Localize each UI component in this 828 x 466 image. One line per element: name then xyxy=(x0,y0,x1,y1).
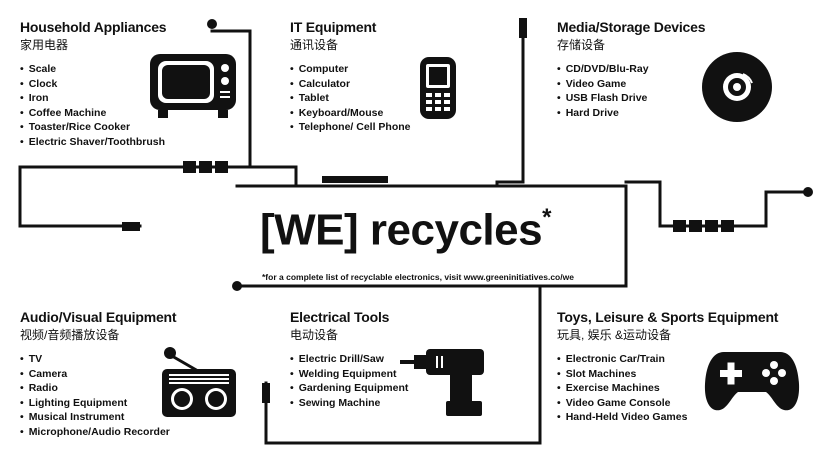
list-item: Computer xyxy=(290,62,411,77)
list-item: Telephone/ Cell Phone xyxy=(290,120,411,135)
category-title-zh: 玩具, 娱乐 &运动设备 xyxy=(557,328,672,342)
category-title: Toys, Leisure & Sports Equipment xyxy=(557,309,779,325)
list-item: USB Flash Drive xyxy=(557,91,705,106)
category-tools: Electrical Tools 电动设备 Electric Drill/Saw… xyxy=(290,309,408,410)
list-item: Video Game xyxy=(557,77,705,92)
item-list: Electronic Car/Train Slot Machines Exerc… xyxy=(557,352,778,425)
item-list: TV Camera Radio Lighting Equipment Music… xyxy=(20,352,176,439)
list-item: Electric Drill/Saw xyxy=(290,352,408,367)
category-title: Household Appliances xyxy=(20,19,167,35)
category-title: Audio/Visual Equipment xyxy=(20,309,177,325)
list-item: Video Game Console xyxy=(557,396,778,411)
list-item: Keyboard/Mouse xyxy=(290,106,411,121)
category-title: IT Equipment xyxy=(290,19,377,35)
list-item: Exercise Machines xyxy=(557,381,778,396)
category-title: Media/Storage Devices xyxy=(557,19,706,35)
list-item: Electric Shaver/Toothbrush xyxy=(20,135,166,150)
category-title-zh: 通讯设备 xyxy=(290,38,339,52)
list-item: Scale xyxy=(20,62,166,77)
footnote: *for a complete list of recyclable elect… xyxy=(262,272,574,282)
main-title: [WE] recycles* xyxy=(260,196,551,257)
drill-icon xyxy=(400,349,484,416)
wire-terminal xyxy=(122,222,140,231)
wire-terminal xyxy=(322,176,388,183)
list-item: Welding Equipment xyxy=(290,367,408,382)
list-item: CD/DVD/Blu-Ray xyxy=(557,62,705,77)
list-item: Lighting Equipment xyxy=(20,396,176,411)
list-item: Radio xyxy=(20,381,176,396)
wire-node xyxy=(232,281,242,291)
category-media: Media/Storage Devices 存储设备 CD/DVD/Blu-Ra… xyxy=(557,19,706,120)
list-item: Calculator xyxy=(290,77,411,92)
list-item: Electronic Car/Train xyxy=(557,352,778,367)
list-item: Iron xyxy=(20,91,166,106)
list-item: TV xyxy=(20,352,176,367)
footnote-mark: * xyxy=(542,204,551,231)
category-toys: Toys, Leisure & Sports Equipment 玩具, 娱乐 … xyxy=(557,309,778,425)
wire-terminal xyxy=(519,18,527,38)
category-title: Electrical Tools xyxy=(290,309,390,325)
category-title-zh: 电动设备 xyxy=(290,328,339,342)
wire-node xyxy=(803,187,813,197)
item-list: CD/DVD/Blu-Ray Video Game USB Flash Driv… xyxy=(557,62,705,120)
main-title-text: [WE] recycles xyxy=(260,205,543,255)
category-av: Audio/Visual Equipment 视频/音频播放设备 TV Came… xyxy=(20,309,177,439)
list-item: Toaster/Rice Cooker xyxy=(20,120,166,135)
category-it: IT Equipment 通讯设备 Computer Calculator Ta… xyxy=(290,19,411,135)
disc-icon xyxy=(702,52,772,122)
item-list: Scale Clock Iron Coffee Machine Toaster/… xyxy=(20,62,166,149)
wire-terminal xyxy=(262,383,270,403)
tv-icon xyxy=(150,54,236,118)
list-item: Slot Machines xyxy=(557,367,778,382)
wire-node xyxy=(207,19,217,29)
radio-icon xyxy=(162,347,236,417)
category-title-zh: 存储设备 xyxy=(557,38,606,52)
list-item: Coffee Machine xyxy=(20,106,166,121)
list-item: Sewing Machine xyxy=(290,396,408,411)
list-item: Camera xyxy=(20,367,176,382)
gamepad-icon xyxy=(704,352,800,411)
category-household: Household Appliances 家用电器 Scale Clock Ir… xyxy=(20,19,167,149)
category-title-zh: 家用电器 xyxy=(20,38,69,52)
list-item: Hard Drive xyxy=(557,106,705,121)
category-title-zh: 视频/音频播放设备 xyxy=(20,328,120,342)
list-item: Gardening Equipment xyxy=(290,381,409,396)
phone-icon xyxy=(420,57,456,119)
list-item: Hand-Held Video Games xyxy=(557,410,778,425)
list-item: Microphone/Audio Recorder xyxy=(20,425,176,440)
item-list: Computer Calculator Tablet Keyboard/Mous… xyxy=(290,62,411,135)
item-list: Electric Drill/Saw Welding Equipment Gar… xyxy=(290,352,409,411)
list-item: Clock xyxy=(20,77,166,92)
list-item: Musical Instrument xyxy=(20,410,176,425)
list-item: Tablet xyxy=(290,91,411,106)
